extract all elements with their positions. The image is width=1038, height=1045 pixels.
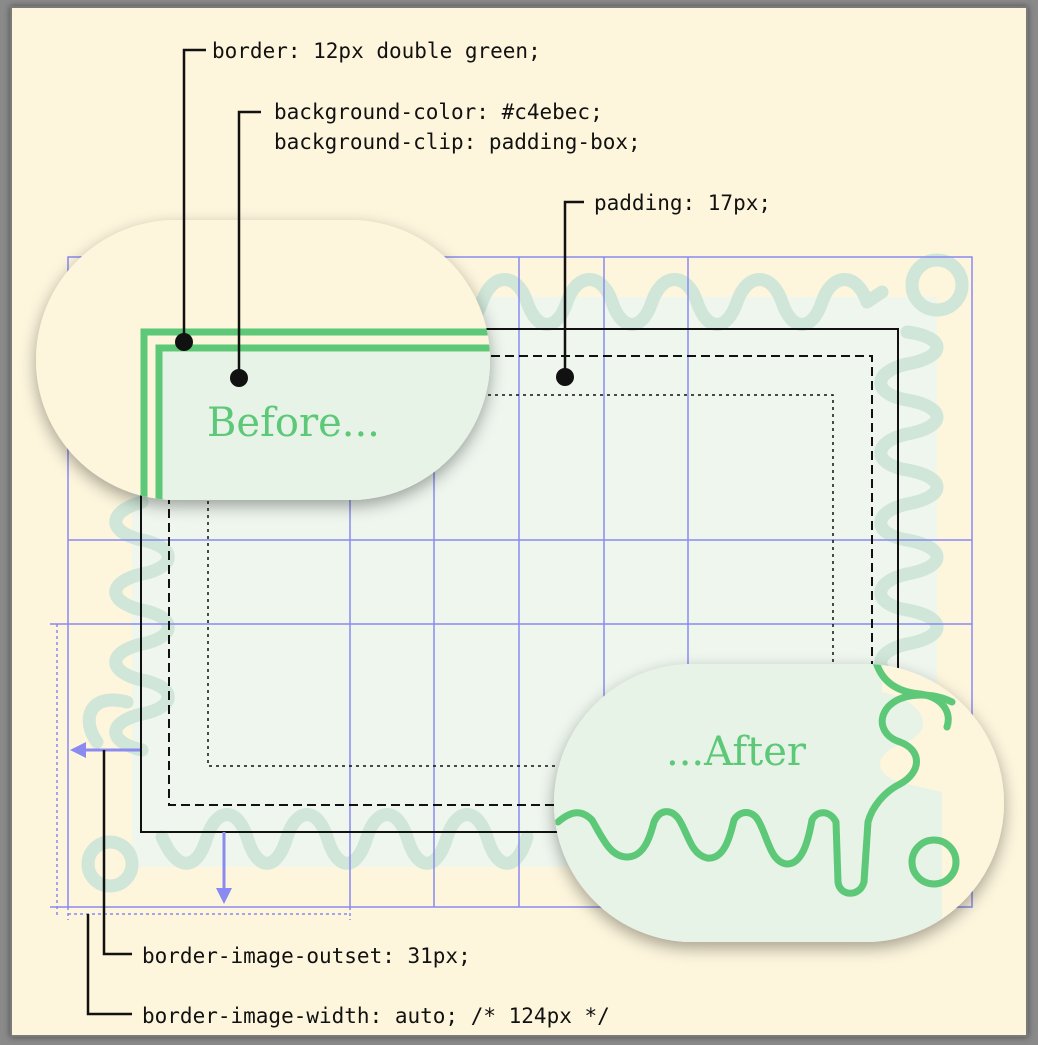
border-box-edge xyxy=(140,328,899,833)
dimension-guides xyxy=(56,624,351,920)
diagram-canvas: Before... ...After border: 12px double g… xyxy=(36,39,1004,1028)
after-callout: ...After xyxy=(554,664,1004,942)
leader-lines xyxy=(86,48,584,1016)
background-clip-label: background-clip: padding-box; xyxy=(274,130,641,154)
background-color-label: background-color: #c4ebec; xyxy=(274,100,603,124)
border-image-width-label: border-image-width: auto; /* 124px */ xyxy=(142,1004,610,1028)
border-image-outset-label: border-image-outset: 31px; xyxy=(142,944,471,968)
slice-grid xyxy=(50,256,973,908)
leader-dots xyxy=(175,333,574,387)
border-label: border: 12px double green; xyxy=(212,39,541,63)
after-label: ...After xyxy=(666,729,807,775)
before-callout: Before... xyxy=(36,220,490,500)
diagram-frame: Before... ...After border: 12px double g… xyxy=(10,6,1028,1037)
padding-box-edge xyxy=(168,355,873,806)
before-label: Before... xyxy=(207,400,380,446)
outset-arrows xyxy=(70,742,232,904)
content-box-edge xyxy=(207,394,834,767)
padding-label: padding: 17px; xyxy=(594,191,771,215)
